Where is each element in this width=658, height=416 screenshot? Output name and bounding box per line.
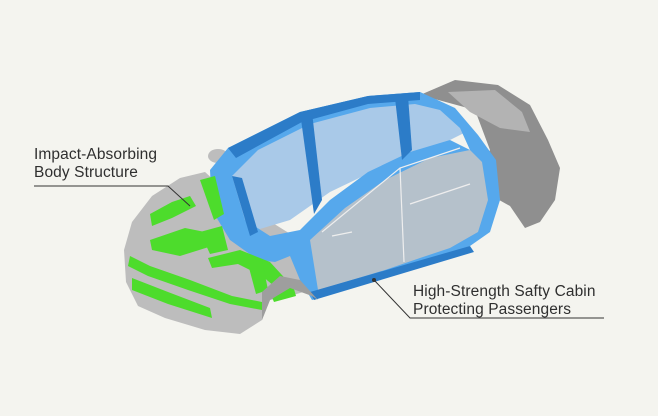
cabin-label-line1: High-Strength Safty Cabin — [413, 283, 596, 301]
cabin-label-line2: Protecting Passengers — [413, 301, 596, 319]
impact-label-line1: Impact-Absorbing — [34, 146, 157, 164]
safety-cabin-label: High-Strength Safty Cabin Protecting Pas… — [413, 283, 596, 319]
impact-label-line2: Body Structure — [34, 164, 157, 182]
cabin-leader-dot — [372, 278, 376, 282]
impact-absorbing-label: Impact-Absorbing Body Structure — [34, 146, 157, 182]
